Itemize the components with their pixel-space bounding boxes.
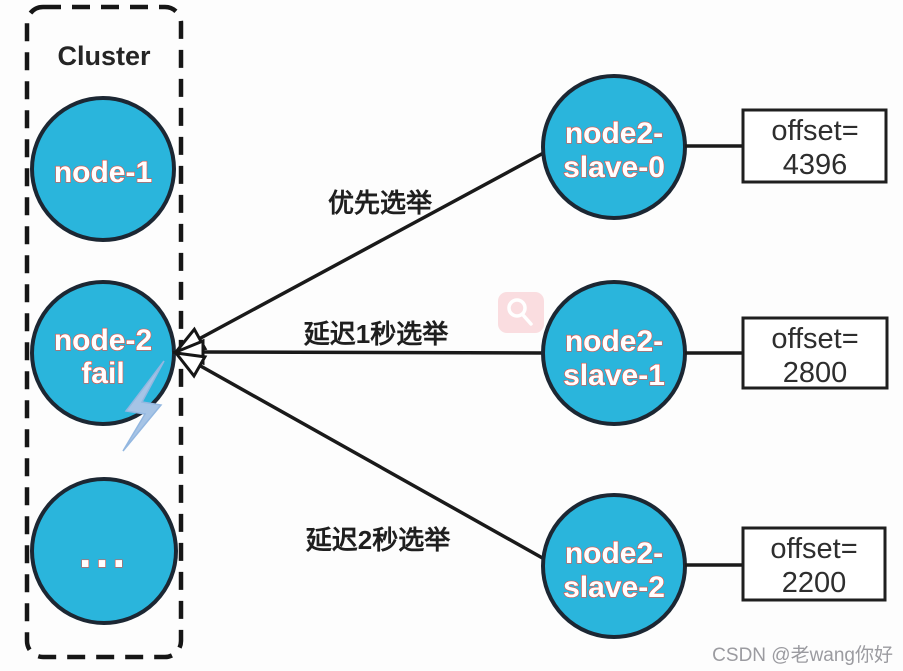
node-1 [30,96,176,242]
slave-node-0-label-line1: node2- [565,117,663,150]
cluster-title: Cluster [57,41,151,71]
election-arrow-line-1 [200,350,545,355]
election-label-2: 延迟2秒选举 [305,525,451,555]
election-arrow-line-2 [195,362,548,562]
lightning-icon [122,360,165,452]
slave-node-1-label-line2: slave-1 [563,359,665,392]
cluster-boundary [24,4,184,660]
offset-box-0 [741,108,888,184]
node-more-ellipsis: ... [79,525,129,577]
offset-label-1: offset= [771,323,858,355]
offset-value-2: 2200 [782,567,847,599]
offset-label-2: offset= [770,533,857,565]
watermark-text: CSDN @老wang你好 [712,644,893,666]
slave-node-2-label-line2: slave-2 [563,571,665,604]
magnifier-handle [521,313,533,326]
search-icon [498,292,544,333]
node-2-status-label: fail [81,357,124,390]
offset-box-2 [741,526,887,602]
slave-node-1-label-line1: node2- [565,325,663,358]
offset-label-0: offset= [771,115,858,147]
offset-box-1 [741,316,889,390]
magnifier-glass [507,298,527,318]
election-label-1: 延迟1秒选举 [303,319,449,349]
offset-value-1: 2800 [783,357,848,389]
offset-value-0: 4396 [783,149,848,181]
slave-node-2-label-line1: node2- [565,537,663,570]
election-label-0: 优先选举 [328,188,433,218]
arrowhead-icon-2 [172,351,208,379]
node-2-label: node-2 [54,324,152,357]
node-1-label: node-1 [54,156,152,189]
election-arrow-line-0 [195,148,551,342]
arrowhead-fan [172,326,208,379]
node-more [30,477,178,625]
slave-node-0-label-line2: slave-0 [563,151,665,184]
search-icon-bg [498,292,544,333]
